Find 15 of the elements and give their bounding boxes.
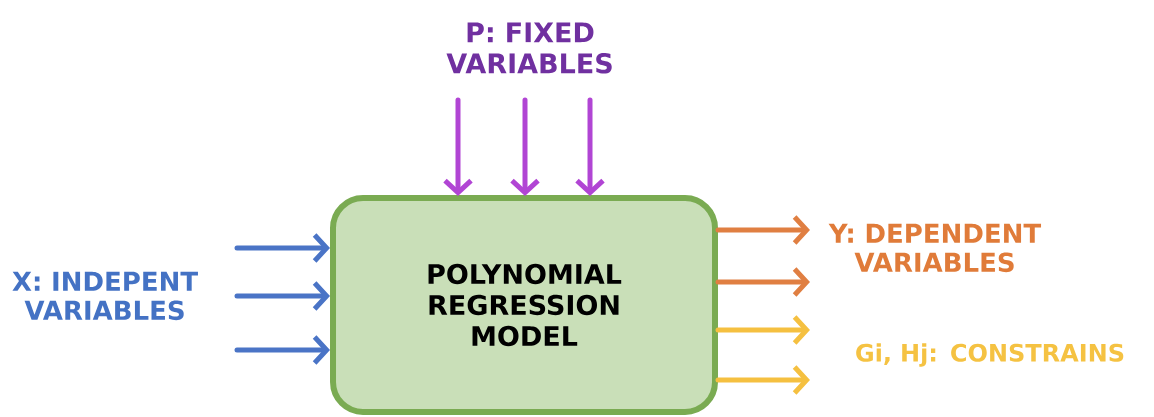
arrow	[234, 281, 330, 311]
arrow	[443, 97, 473, 196]
input-label: P: FIXED VARIABLES	[446, 22, 612, 74]
arrow	[510, 97, 540, 196]
input-label: X: INDEPENT VARIABLES	[12, 271, 198, 321]
arrow	[234, 233, 330, 263]
arrow	[715, 315, 810, 345]
arrow	[715, 365, 810, 395]
arrow	[575, 97, 605, 196]
arrow	[715, 215, 810, 245]
arrow	[234, 335, 330, 365]
output-label: Y: DEPENDENT VARIABLES	[828, 223, 1042, 273]
model-box: POLYNOMIAL REGRESSION MODEL	[330, 195, 718, 415]
arrow	[715, 267, 810, 297]
output-label: Gi, Hj: CONSTRAINS	[856, 343, 1124, 367]
